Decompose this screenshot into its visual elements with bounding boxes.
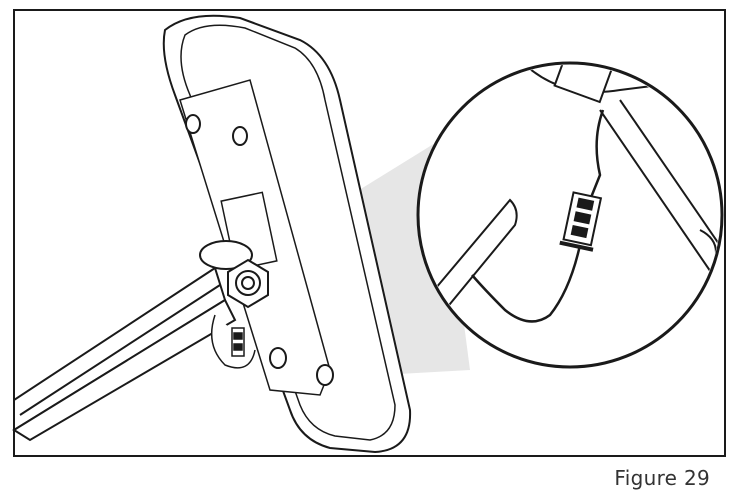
cable	[471, 109, 605, 323]
console-mount	[162, 14, 412, 454]
cable-connector-small	[210, 314, 256, 369]
connector	[559, 191, 603, 252]
support-arm	[12, 266, 237, 442]
figure-border	[13, 9, 726, 457]
figure-caption: Figure 29	[614, 466, 710, 490]
bolt	[199, 240, 269, 309]
detail-callout	[416, 61, 724, 369]
